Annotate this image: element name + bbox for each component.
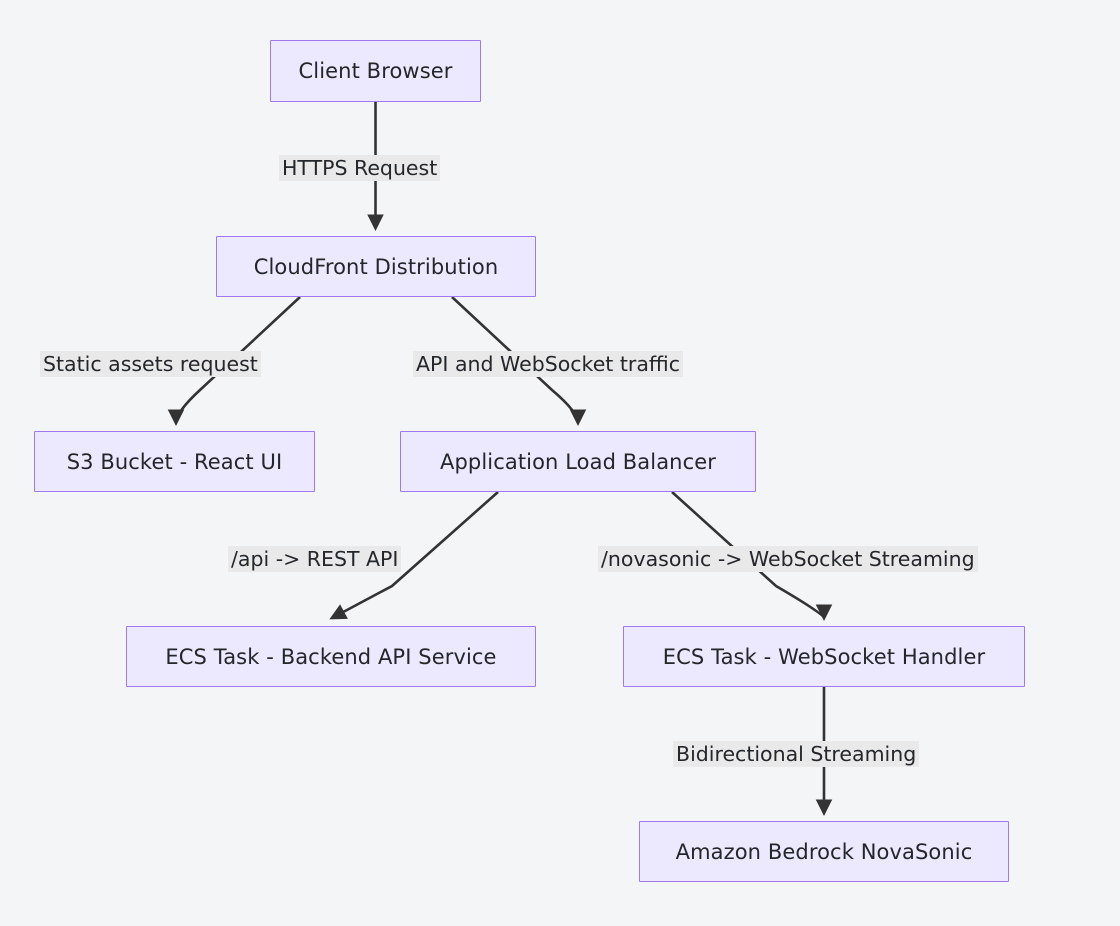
node-label: ECS Task - Backend API Service	[165, 644, 497, 669]
node-label: ECS Task - WebSocket Handler	[662, 644, 986, 669]
node-label: Application Load Balancer	[440, 449, 716, 474]
edge-label-text: /api -> REST API	[231, 547, 399, 571]
node-label: Amazon Bedrock NovaSonic	[675, 839, 973, 864]
edge-label-text: HTTPS Request	[282, 156, 438, 180]
edge-label-api-websocket-traffic: API and WebSocket traffic	[413, 351, 683, 378]
edge-label-text: Static assets request	[43, 352, 258, 376]
node-cloudfront-distribution[interactable]: CloudFront Distribution	[216, 236, 536, 297]
node-ecs-task-backend-api[interactable]: ECS Task - Backend API Service	[126, 626, 536, 687]
edge-label-static-assets-request: Static assets request	[40, 351, 261, 378]
edge-label-https-request: HTTPS Request	[279, 155, 441, 182]
node-client-browser[interactable]: Client Browser	[270, 40, 481, 102]
edge-label-novasonic-websocket-streaming: /novasonic -> WebSocket Streaming	[598, 546, 978, 573]
node-label: CloudFront Distribution	[253, 254, 499, 279]
node-s3-bucket[interactable]: S3 Bucket - React UI	[34, 431, 315, 492]
node-ecs-task-websocket-handler[interactable]: ECS Task - WebSocket Handler	[623, 626, 1025, 687]
edge-label-text: /novasonic -> WebSocket Streaming	[601, 547, 975, 571]
edge-label-api-rest-api: /api -> REST API	[228, 546, 402, 573]
edge-label-text: Bidirectional Streaming	[676, 742, 917, 766]
edge-label-text: API and WebSocket traffic	[416, 352, 680, 376]
edge-label-bidirectional-streaming: Bidirectional Streaming	[673, 741, 920, 768]
node-amazon-bedrock-novasonic[interactable]: Amazon Bedrock NovaSonic	[639, 821, 1009, 882]
node-label: Client Browser	[298, 59, 453, 83]
node-application-load-balancer[interactable]: Application Load Balancer	[400, 431, 756, 492]
node-label: S3 Bucket - React UI	[66, 449, 283, 474]
